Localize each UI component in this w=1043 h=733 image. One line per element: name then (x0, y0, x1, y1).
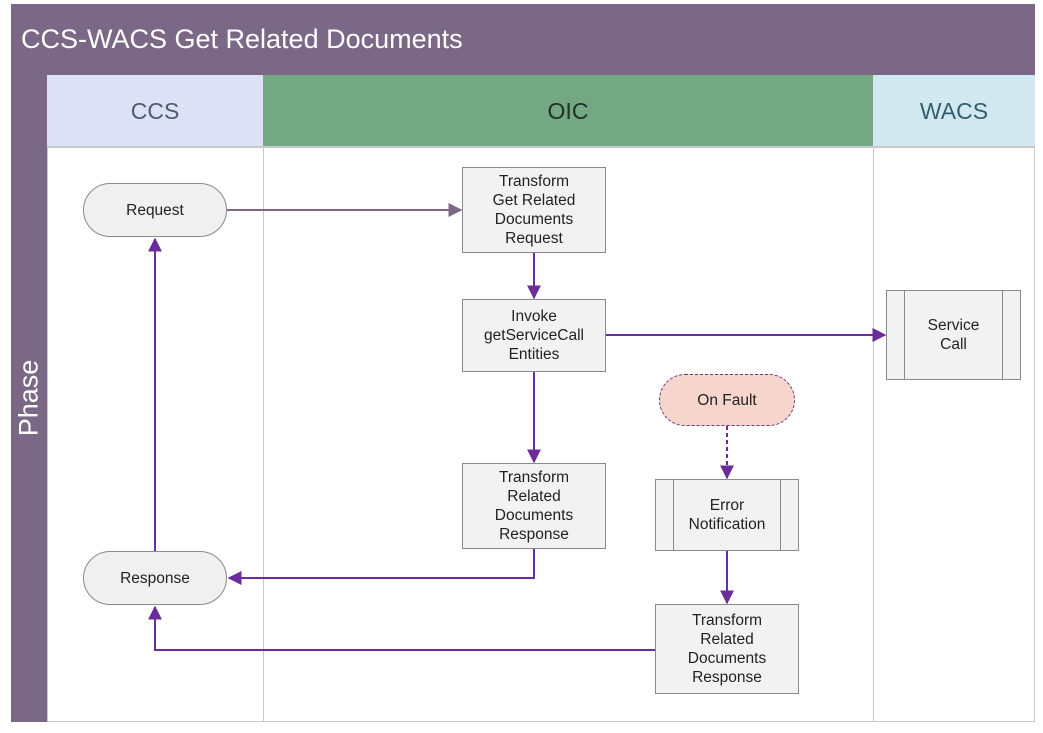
phase-bar (11, 75, 47, 722)
connector-transform-response-to-response (227, 549, 535, 585)
lane-divider-ccs-oic (263, 147, 264, 722)
node-invoke: Invoke getServiceCall Entities (462, 299, 606, 372)
node-transform-request: Transform Get Related Documents Request (462, 167, 606, 253)
node-transform-response-fault: Transform Related Documents Response (655, 604, 799, 694)
node-service-call: Service Call (886, 290, 1021, 380)
connector-fault-response-to-response (148, 605, 655, 651)
node-transform-response: Transform Related Documents Response (462, 463, 606, 549)
lane-divider-left (47, 147, 48, 722)
lane-header-ccs: CCS (47, 75, 263, 147)
node-response: Response (83, 551, 227, 605)
lane-divider-oic-wacs (873, 147, 874, 722)
lane-header-oic: OIC (263, 75, 873, 147)
diagram-title: CCS-WACS Get Related Documents (11, 4, 1035, 75)
node-error-notification: Error Notification (655, 479, 799, 551)
node-request: Request (83, 183, 227, 237)
node-on-fault: On Fault (659, 374, 795, 426)
lane-header-divider (47, 146, 1035, 148)
lane-header-wacs: WACS (873, 75, 1035, 147)
